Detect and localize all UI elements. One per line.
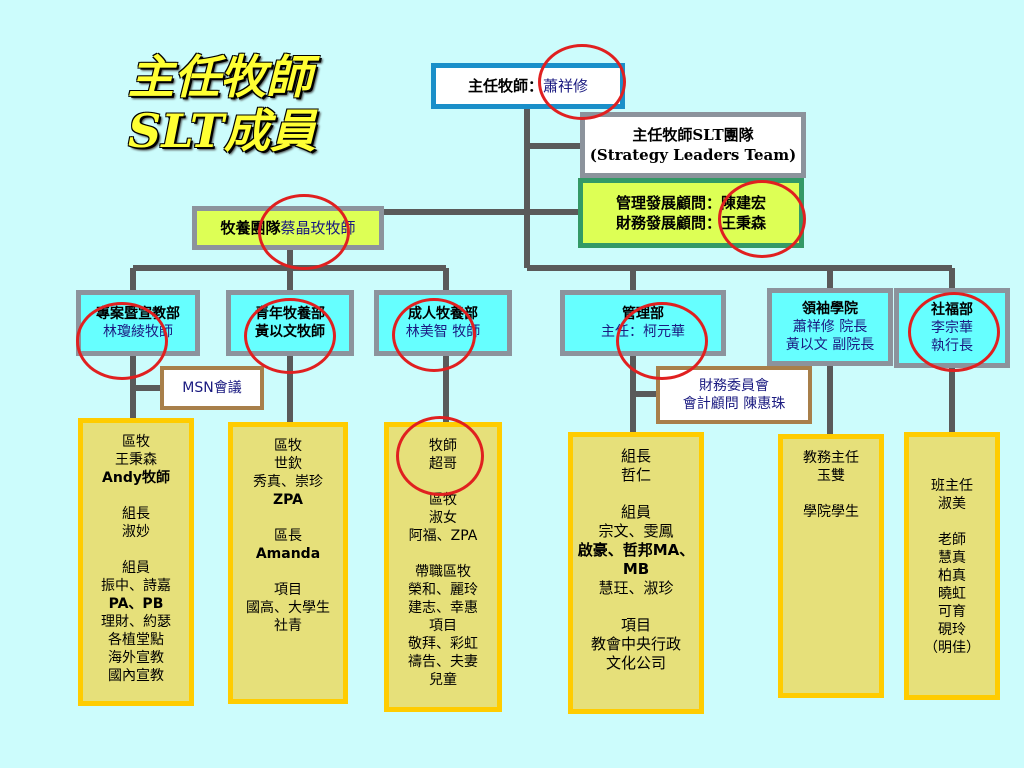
group-line: 各植堂點 [108,632,164,648]
group-line: 世欽 [274,456,302,472]
group-line: 振中、詩嘉 [101,578,171,594]
group-line: 區牧 [122,434,150,450]
group-line: 項目 [274,582,302,598]
group-line: 兒童 [429,672,457,688]
msn-meeting-label: MSN會議 [182,380,242,396]
group-line: 理財、約瑟 [101,614,171,630]
group-line: 可育 [938,604,966,620]
dept-deputy: 黃以文 副院長 [785,337,875,353]
group-line: （明佳） [924,640,980,656]
group-youth: 區牧 世欽 秀真、崇珍 ZPA 區長 Amanda 項目 國高、大學生 社青 [228,422,348,704]
group-line: 學院學生 [803,504,859,520]
slt-team-box: 主任牧師SLT團隊 (Strategy Leaders Team) [580,112,806,178]
group-line: 淑妙 [122,524,150,540]
group-management: 組長 哲仁 組員 宗文、雯鳳 啟豪、哲邦MA、 MB 慧玨、淑珍 項目 教會中央… [568,432,704,714]
group-line: 曉虹 [938,586,966,602]
group-line: 區長 [274,528,302,544]
group-line: 淑女 [429,510,457,526]
group-line: 組員 [620,503,651,521]
group-line: 國內宣教 [108,668,164,684]
group-line: 柏真 [938,568,966,584]
group-line: 區牧 [274,438,302,454]
group-line: 淑美 [938,496,966,512]
highlight-circle [76,302,168,380]
finance-committee-advisor: 會計顧問 陳惠珠 [682,396,786,412]
dept-leader: 蕭祥修 院長 [792,319,868,335]
group-line: 組長 [620,447,651,465]
group-line: 項目 [620,616,651,634]
msn-meeting-box: MSN會議 [160,366,264,410]
title-line-1: 主任牧師 [128,50,312,104]
group-line: 教會中央行政 [590,635,681,653]
group-line: 老師 [938,532,966,548]
group-line: 區牧 [429,492,457,508]
group-line: 宗文、雯鳳 [598,522,674,540]
group-line: 班主任 [931,478,973,494]
highlight-circle [908,292,1000,372]
senior-pastor-label: 主任牧師： [467,77,543,95]
group-line: 教務主任 [803,450,859,466]
page-title: 主任牧師 SLT成員 [128,50,316,158]
group-line: 文化公司 [605,654,666,672]
group-line: PA、PB [108,596,164,612]
highlight-circle [258,194,350,270]
group-line: 秀真、崇珍 [253,474,323,490]
group-line: 慧真 [938,550,966,566]
group-line: 玉雙 [817,468,845,484]
group-line: 項目 [429,618,457,634]
group-line: 禱告、夫妻 [408,654,478,670]
group-line: 海外宣教 [108,650,164,666]
group-line: 阿福、ZPA [408,528,478,544]
highlight-circle [396,416,484,496]
group-line: 帶職區牧 [415,564,471,580]
title-line-2: SLT成員 [128,104,317,158]
group-line: 慧玨、淑珍 [598,579,674,597]
group-line: 國高、大學生 [246,600,330,616]
highlight-circle [538,44,626,120]
highlight-circle [244,298,336,374]
group-line: 硯玲 [938,622,966,638]
group-social-welfare: 班主任 淑美 老師 慧真 柏真 曉虹 可育 硯玲 （明佳） [904,432,1000,700]
finance-committee-title: 財務委員會 [699,378,769,394]
slt-line-1: 主任牧師SLT團隊 [632,126,754,144]
dept-name: 領袖學院 [802,301,858,317]
slt-line-2: (Strategy Leaders Team) [589,146,797,164]
group-line: ZPA [273,492,303,508]
group-line: 王秉森 [115,452,157,468]
group-line: 榮和、麗玲 [408,582,478,598]
highlight-circle [392,298,476,372]
group-line: Andy牧師 [102,470,170,486]
group-institute: 教務主任 玉雙 學院學生 [778,434,884,698]
highlight-circle [616,302,708,380]
group-line: 哲仁 [620,466,651,484]
group-line: MB [622,560,650,578]
group-line: 啟豪、哲邦MA、 [577,541,695,559]
dept-leadership-institute: 領袖學院 蕭祥修 院長 黃以文 副院長 [767,288,893,366]
group-missions: 區牧 王秉森 Andy牧師 組長 淑妙 組員 振中、詩嘉 PA、PB 理財、約瑟… [78,418,194,706]
group-line: 組長 [122,506,150,522]
group-line: 組員 [122,560,150,576]
group-line: 建志、幸惠 [408,600,478,616]
highlight-circle [718,180,806,258]
group-line: Amanda [255,546,321,562]
group-line: 敬拜、彩虹 [408,636,478,652]
group-line: 社青 [274,618,302,634]
